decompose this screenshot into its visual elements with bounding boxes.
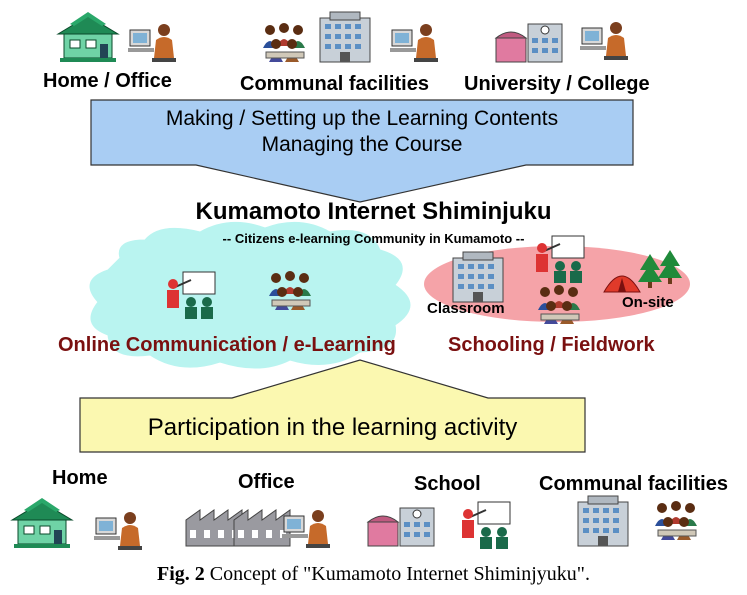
bottom-label-home: Home: [52, 467, 108, 489]
bottom-label-office: Office: [238, 471, 295, 493]
onsite-label: On-site: [622, 294, 674, 311]
house-icon: [11, 497, 73, 549]
classroom-building-icon: [452, 251, 504, 303]
schooling-fieldwork-label: Schooling / Fieldwork: [448, 334, 655, 356]
source-label-communal: Communal facilities: [240, 73, 429, 95]
meeting-people-icon: [654, 500, 698, 541]
school-icon: [367, 507, 435, 547]
top-arrow-line1: Making / Setting up the Learning Content…: [165, 107, 559, 130]
figure-caption: Fig. 2 Concept of "Kumamoto Internet Shi…: [0, 563, 747, 586]
source-label-university: University / College: [464, 73, 650, 95]
campus-icon: [495, 23, 563, 63]
person-at-computer-icon: [389, 23, 439, 63]
figure-caption-text: Concept of "Kumamoto Internet Shiminjyuk…: [209, 563, 590, 585]
person-at-computer-icon: [127, 23, 177, 63]
building-icon: [577, 495, 629, 547]
center-subtitle: -- Citizens e-learning Community in Kuma…: [222, 231, 525, 246]
online-communication-label: Online Communication / e-Learning: [58, 334, 396, 356]
top-arrow-line2: Managing the Course: [261, 133, 463, 156]
house-icon: [57, 11, 119, 63]
factory-icon: [233, 509, 291, 547]
bottom-label-school: School: [414, 473, 481, 495]
meeting-people-icon: [262, 22, 306, 63]
classroom-label: Classroom: [427, 300, 505, 317]
bottom-arrow: [79, 359, 586, 453]
person-at-computer-icon: [93, 511, 143, 551]
person-at-computer-icon: [579, 21, 629, 61]
meeting-people-icon: [537, 284, 581, 325]
source-label-home-office: Home / Office: [43, 70, 172, 92]
online-cloud: [89, 221, 411, 369]
teacher-icon: [461, 501, 511, 550]
center-title: Kumamoto Internet Shiminjuku: [195, 198, 552, 225]
bottom-arrow-label: Participation in the learning activity: [147, 414, 518, 441]
figure-number: Fig. 2: [157, 563, 205, 585]
meeting-people-icon: [268, 270, 312, 311]
building-icon: [319, 11, 371, 63]
top-arrow: [90, 99, 634, 203]
bottom-label-communal: Communal facilities: [539, 473, 728, 495]
